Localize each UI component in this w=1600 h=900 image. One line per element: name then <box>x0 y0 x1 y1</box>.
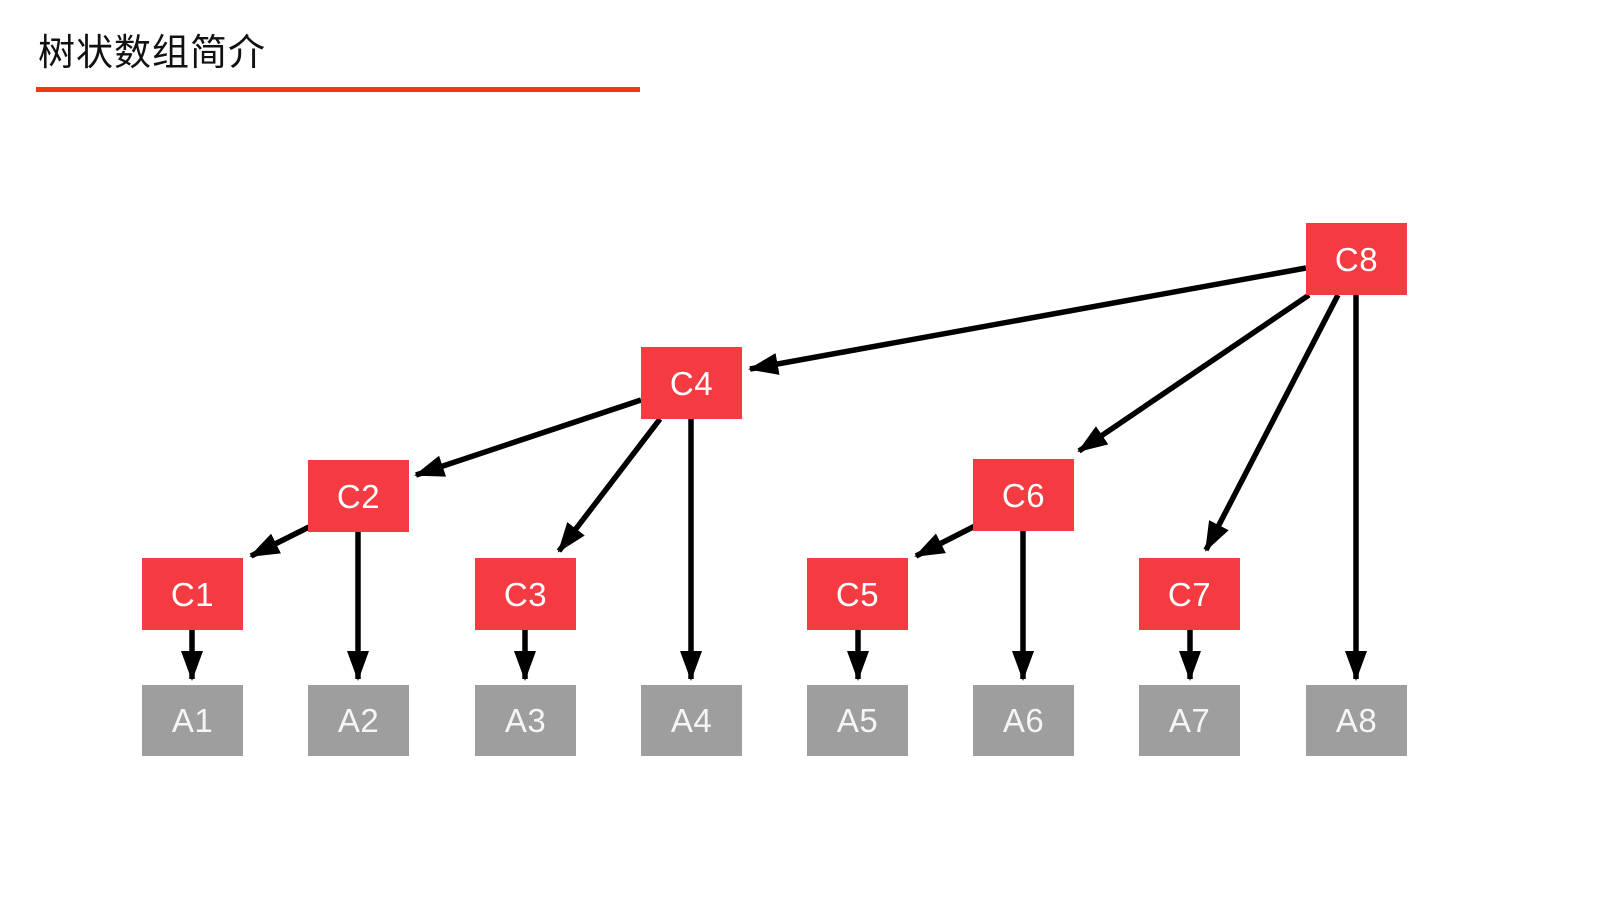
node-c1-label: C1 <box>170 575 215 613</box>
node-a1: A1 <box>142 685 243 756</box>
node-c4: C4 <box>641 347 742 419</box>
edge-c4-c3 <box>556 417 663 553</box>
node-c2: C2 <box>308 460 409 532</box>
node-c7-label: C7 <box>1167 575 1212 613</box>
node-c6: C6 <box>973 459 1074 531</box>
node-a5-label: A5 <box>836 702 879 739</box>
edge-c2-c1 <box>249 524 311 559</box>
node-a8-label: A8 <box>1335 702 1378 739</box>
edge-c8-c7 <box>1203 293 1341 552</box>
node-c8-label: C8 <box>1334 240 1379 278</box>
node-c6-label: C6 <box>1001 476 1046 514</box>
node-a1-label: A1 <box>171 702 214 739</box>
title-underline <box>36 87 640 92</box>
edge-c6-c5 <box>914 523 977 559</box>
edge-c4-c2 <box>414 397 642 478</box>
node-a6-label: A6 <box>1002 702 1045 739</box>
node-c3-label: C3 <box>503 575 548 613</box>
node-a8: A8 <box>1306 685 1407 756</box>
node-c1: C1 <box>142 558 243 630</box>
node-c2-label: C2 <box>336 477 381 515</box>
node-a6: A6 <box>973 685 1074 756</box>
node-a5: A5 <box>807 685 908 756</box>
node-c5-label: C5 <box>835 575 880 613</box>
node-a2: A2 <box>308 685 409 756</box>
node-c4-label: C4 <box>669 364 714 402</box>
node-a2-label: A2 <box>337 702 380 739</box>
node-c8: C8 <box>1306 223 1407 295</box>
node-c7: C7 <box>1139 558 1240 630</box>
node-a3: A3 <box>475 685 576 756</box>
node-a7-label: A7 <box>1168 702 1211 739</box>
edge-c8-c4 <box>748 265 1307 375</box>
page-title: 树状数组简介 <box>38 32 266 73</box>
node-c3: C3 <box>475 558 576 630</box>
node-c5: C5 <box>807 558 908 630</box>
edge-c8-c6 <box>1077 292 1311 454</box>
node-a4-label: A4 <box>670 702 713 739</box>
node-a4: A4 <box>641 685 742 756</box>
node-a7: A7 <box>1139 685 1240 756</box>
node-a3-label: A3 <box>504 702 547 739</box>
